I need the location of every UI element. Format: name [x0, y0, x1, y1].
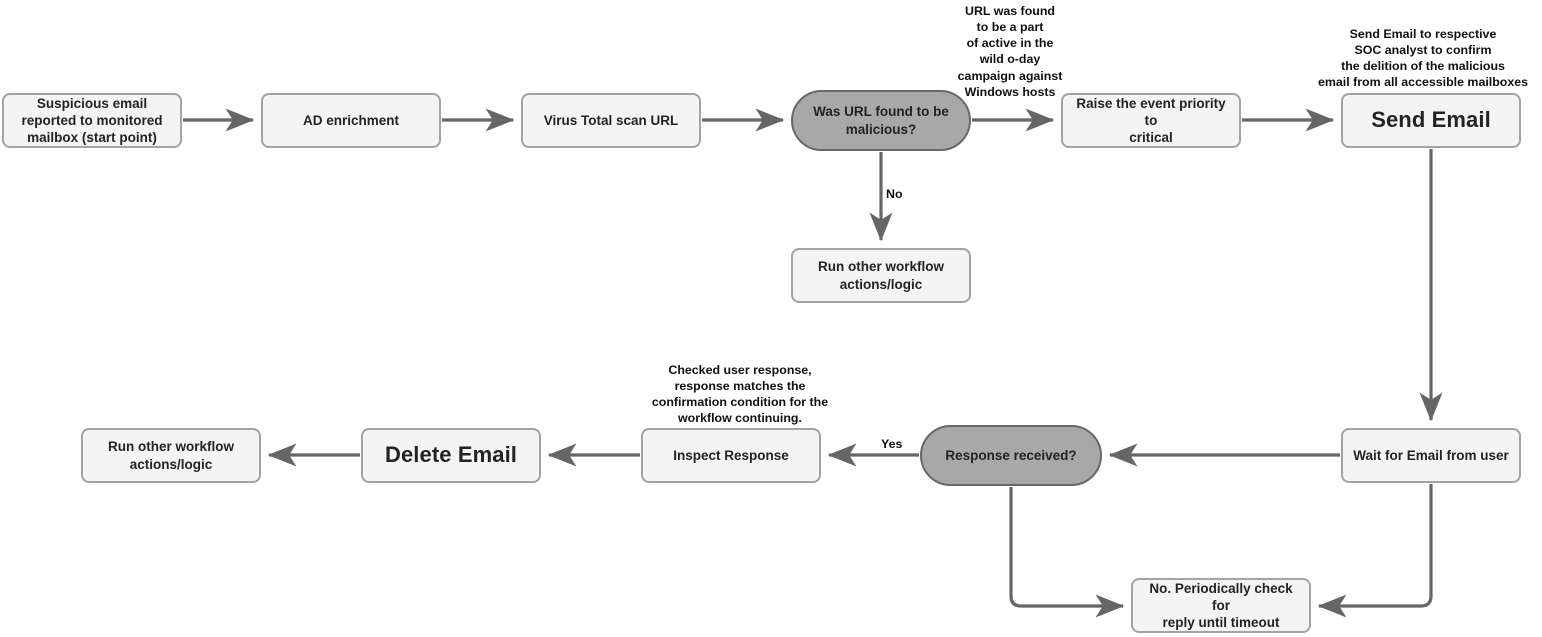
edge-label-yes: Yes [881, 437, 903, 451]
node-send-email-label: Send Email [1371, 107, 1491, 133]
node-ad-enrichment[interactable]: AD enrichment [261, 93, 441, 148]
node-wait-for-email-label: Wait for Email from user [1353, 447, 1509, 463]
annotation-send-email-instruction: Send Email to respective SOC analyst to … [1317, 27, 1529, 90]
node-inspect-response-label: Inspect Response [673, 447, 789, 463]
node-ad-enrichment-label: AD enrichment [302, 112, 400, 128]
node-decision-url-malicious[interactable]: Was URL found to be malicious? [791, 90, 971, 151]
node-run-other-workflow-top-label: Run other workflow actions/logic [818, 259, 944, 292]
node-periodically-check-label: No. Periodically check for reply until t… [1149, 580, 1293, 631]
node-periodically-check[interactable]: No. Periodically check for reply until t… [1131, 578, 1311, 633]
node-inspect-response[interactable]: Inspect Response [641, 428, 821, 483]
edge-wait-to-periodic [1317, 484, 1433, 618]
annotation-url-campaign: URL was found to be a part of active in … [957, 4, 1063, 99]
node-send-email[interactable]: Send Email [1341, 93, 1521, 148]
node-start-label: Suspicious email reported to monitored m… [21, 95, 163, 146]
node-delete-email[interactable]: Delete Email [361, 428, 541, 483]
node-run-other-workflow-bottom-label: Run other workflow actions/logic [108, 439, 234, 472]
edge-label-no: No [886, 187, 903, 201]
node-run-other-workflow-top[interactable]: Run other workflow actions/logic [791, 248, 971, 303]
edge-decision2-to-periodic [1009, 487, 1125, 618]
node-decision-response-received[interactable]: Response received? [920, 425, 1102, 486]
node-wait-for-email[interactable]: Wait for Email from user [1341, 428, 1521, 483]
annotation-checked-user-response: Checked user response, response matches … [651, 363, 829, 426]
node-decision-url-malicious-label: Was URL found to be malicious? [813, 104, 949, 137]
node-delete-email-label: Delete Email [384, 442, 518, 468]
node-run-other-workflow-bottom[interactable]: Run other workflow actions/logic [81, 428, 261, 483]
node-virus-total-scan-url-label: Virus Total scan URL [543, 112, 679, 128]
node-start[interactable]: Suspicious email reported to monitored m… [2, 93, 182, 148]
node-virus-total-scan-url[interactable]: Virus Total scan URL [521, 93, 701, 148]
node-raise-event-priority-label: Raise the event priority to critical [1076, 95, 1226, 146]
node-raise-event-priority[interactable]: Raise the event priority to critical [1061, 93, 1241, 148]
node-decision-response-received-label: Response received? [945, 447, 1077, 463]
